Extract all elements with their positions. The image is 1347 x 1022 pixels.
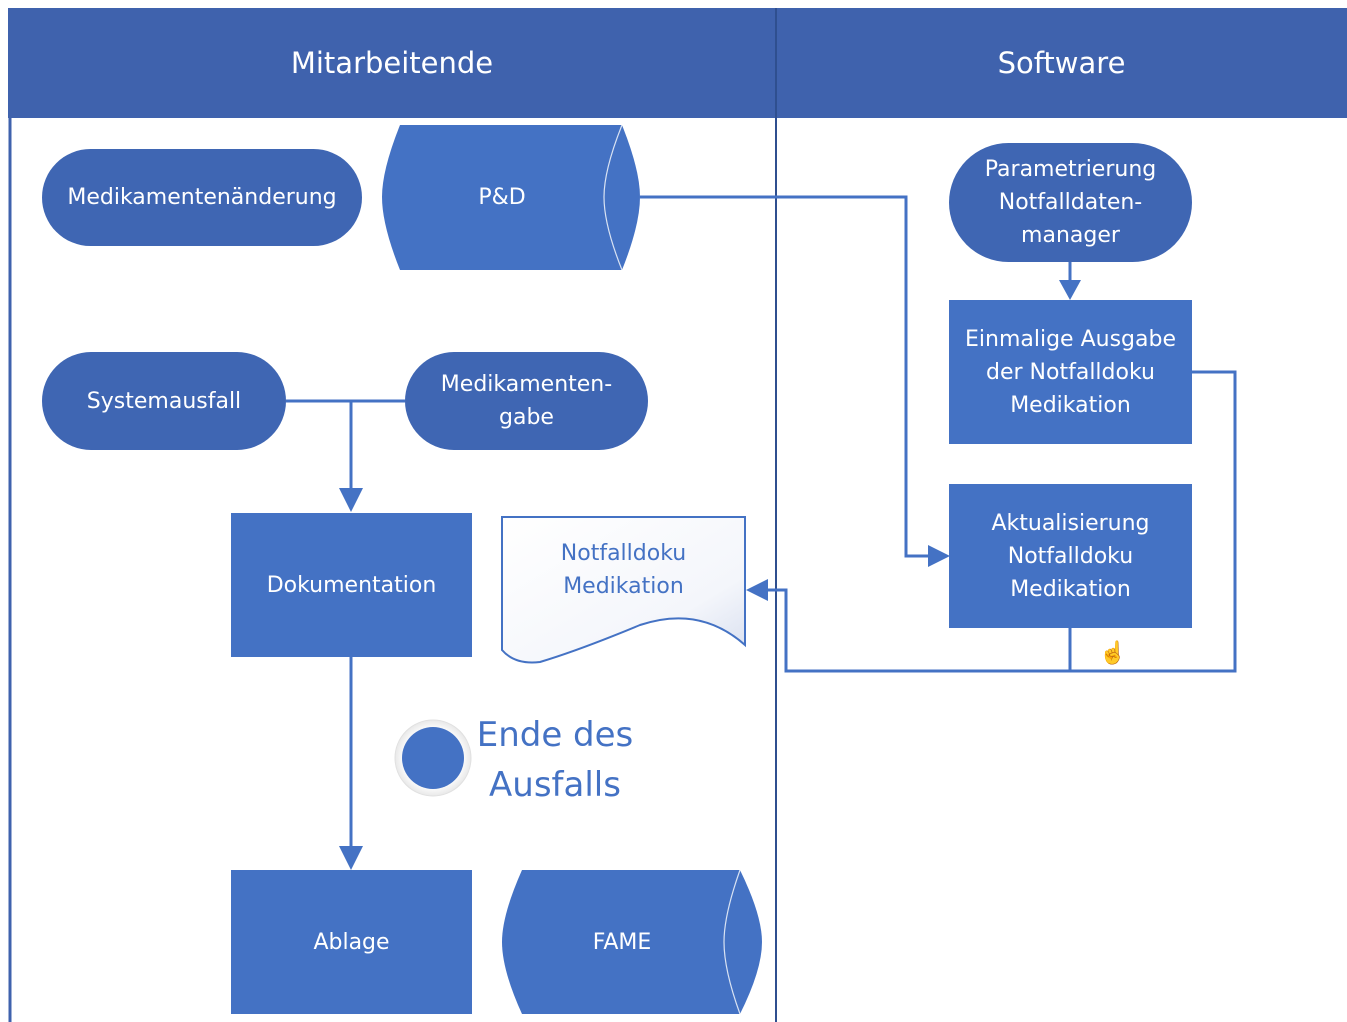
arrowhead-notfalldoku [746, 579, 768, 601]
aktualisierung-node[interactable]: Aktualisierung Notfalldoku Medikation [949, 484, 1192, 628]
connector-pd-to-aktualisierung [640, 195, 930, 558]
medikamentengabe-node[interactable]: Medikamenten- gabe [405, 352, 648, 450]
hand-cursor-icon: ☝ [1099, 640, 1127, 665]
fame-label: FAME [592, 929, 652, 955]
lane-title-mitarbeitende: Mitarbeitende [290, 46, 494, 80]
parametrierung-node[interactable]: Parametrierung Notfalldaten- manager [949, 143, 1192, 262]
ende-des-ausfalls-label: Ende des Ausfalls [476, 715, 634, 805]
notfalldoku-document-shape[interactable] [501, 516, 746, 664]
fame-database-shape[interactable] [502, 869, 762, 1015]
einmalige-ausgabe-node[interactable]: Einmalige Ausgabe der Notfalldoku Medika… [949, 300, 1192, 444]
connector-systemausfall-to-dokumentation [286, 399, 405, 490]
notfalldoku-label: Notfalldoku Medikation [560, 541, 687, 599]
arrowhead-ablage [339, 846, 363, 870]
lane-title-software: Software [997, 46, 1126, 80]
connector-software-to-notfalldoku [768, 370, 1237, 673]
systemausfall-node[interactable]: Systemausfall [42, 352, 286, 450]
medikamentenaenderung-node[interactable]: Medikamentenänderung [42, 149, 362, 246]
ablage-node[interactable]: Ablage [231, 870, 472, 1014]
arrowhead-dokumentation [339, 488, 363, 512]
arrowhead-einmalige [1059, 280, 1081, 300]
end-circle[interactable] [402, 727, 464, 789]
dokumentation-node[interactable]: Dokumentation [231, 513, 472, 657]
pd-database-shape[interactable] [382, 124, 640, 271]
arrowhead-aktualisierung [928, 545, 950, 567]
swimlane-header-bar [8, 8, 1347, 118]
pd-label: P&D [478, 185, 526, 210]
